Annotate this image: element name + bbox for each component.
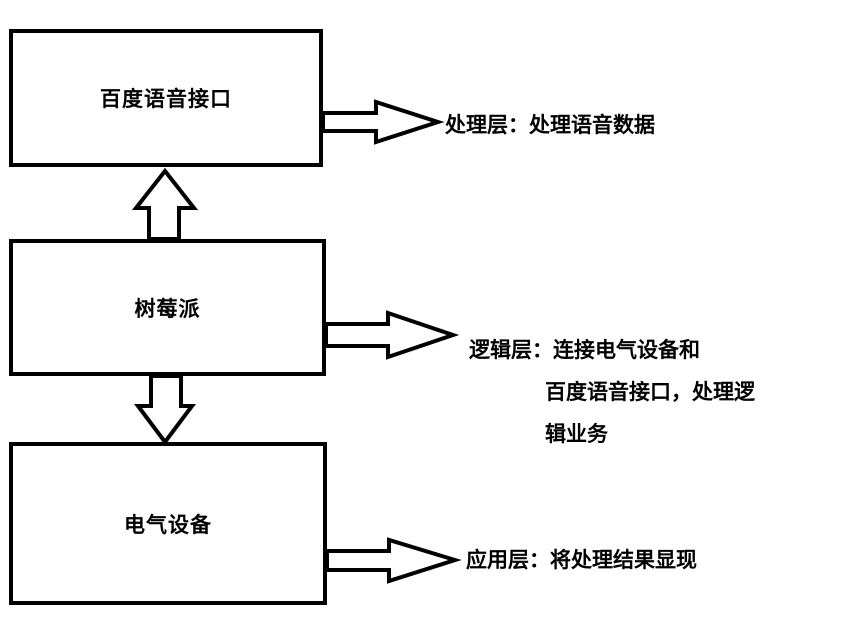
arrow-right-processing-icon: [321, 99, 445, 145]
arrow-down-icon: [134, 374, 196, 446]
logic-layer-line-3: 辑业务: [545, 422, 608, 446]
application-layer-label: 应用层：将处理结果显现: [466, 548, 697, 572]
logic-layer-label: 逻辑层：连接电气设备和 百度语音接口，处理逻 辑业务: [469, 329, 755, 455]
electric-device-box: 电气设备: [9, 442, 327, 605]
arrow-right-application-icon: [325, 537, 462, 584]
processing-layer-label: 处理层：处理语音数据: [445, 113, 655, 137]
raspberry-pi-box: 树莓派: [9, 239, 326, 376]
electric-device-label: 电气设备: [124, 512, 212, 537]
logic-layer-line-2: 百度语音接口，处理逻: [545, 380, 755, 404]
baidu-voice-api-label: 百度语音接口: [100, 87, 232, 111]
logic-layer-line-1: 逻辑层：连接电气设备和: [469, 338, 700, 362]
arrow-up-icon: [131, 167, 199, 241]
raspberry-pi-label: 树莓派: [134, 296, 201, 321]
baidu-voice-api-box: 百度语音接口: [9, 29, 323, 167]
arrow-right-logic-icon: [324, 310, 460, 360]
